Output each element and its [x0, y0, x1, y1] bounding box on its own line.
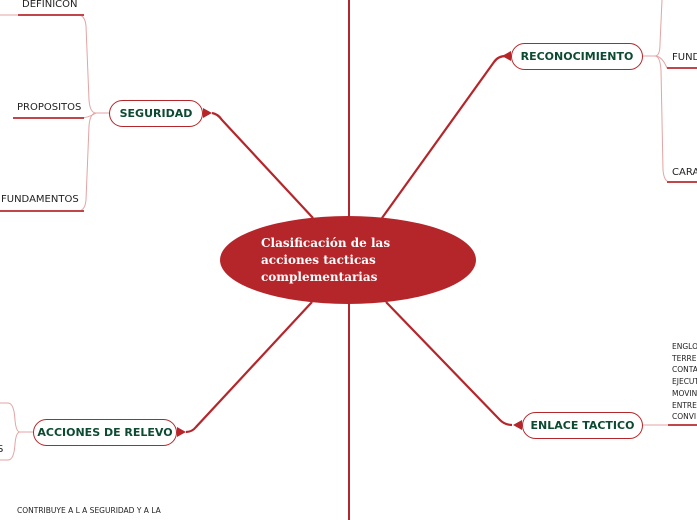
- central-line: Clasificación de las: [261, 236, 391, 250]
- subtopic-fundamentos[interactable]: FUNDAMENTOS: [1, 194, 79, 205]
- central-topic-shape[interactable]: [220, 216, 476, 304]
- relevo-note: CONTRIBUYE A L A SEGURIDAD Y A LA: [17, 506, 161, 515]
- central-topic[interactable]: Clasificación de las acciones tacticas c…: [261, 235, 390, 286]
- subtopic-relevo[interactable]: S: [0, 444, 4, 455]
- topic-seguridad[interactable]: SEGURIDAD: [109, 100, 203, 127]
- topic-reconocimiento[interactable]: RECONOCIMIENTO: [511, 43, 643, 70]
- topic-acciones-de-relevo[interactable]: ACCIONES DE RELEVO: [33, 419, 177, 446]
- subtopic-fund[interactable]: FUND: [672, 52, 697, 63]
- subtopic-definicon[interactable]: DEFINICON: [22, 0, 78, 10]
- topic-enlace-tactico[interactable]: ENLACE TACTICO: [522, 412, 643, 439]
- central-line: acciones tacticas: [261, 253, 376, 267]
- enlace-text[interactable]: ENGLO TERRE CONTA EJECUT MOVIN ENTRE CON…: [672, 342, 697, 422]
- subtopic-cara[interactable]: CARA: [672, 167, 697, 178]
- central-line: complementarias: [261, 270, 378, 284]
- subtopic-propositos[interactable]: PROPOSITOS: [17, 102, 82, 113]
